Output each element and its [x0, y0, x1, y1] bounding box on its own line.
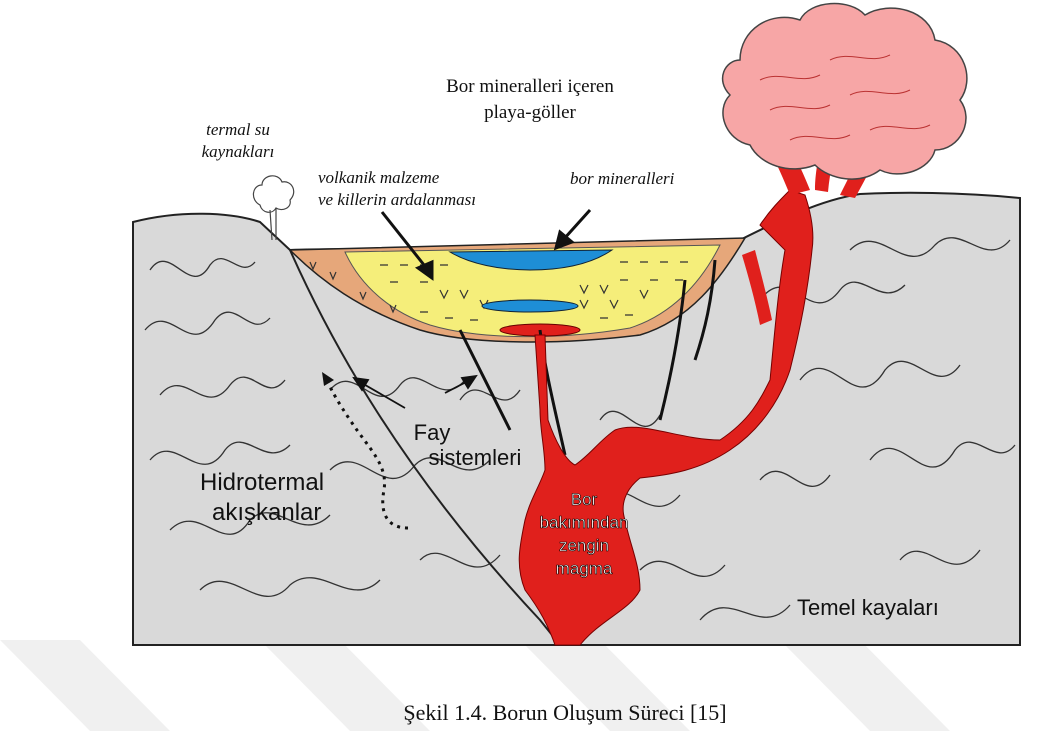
- eruption-cloud: [723, 4, 967, 180]
- volkanik-label-line1: volkanik malzeme: [318, 168, 440, 187]
- fay-label-line2: sistemleri: [429, 445, 522, 470]
- fay-label-line1: Fay: [414, 420, 451, 445]
- hidro-label-line1: Hidrotermal: [200, 469, 324, 496]
- mineral-lens: [482, 300, 578, 312]
- hidro-label-line2: akışkanlar: [212, 499, 321, 526]
- volkanik-label-line2: ve killerin ardalanması: [318, 190, 476, 209]
- playa-label-line2: playa-göller: [484, 102, 576, 123]
- temel-label: Temel kayaları: [797, 595, 939, 620]
- bor-mineralleri-label: bor mineralleri: [570, 169, 675, 188]
- termal-label-line2: kaynakları: [202, 142, 275, 161]
- magma-label-line1: Bor: [571, 490, 598, 509]
- magma-label-line4: magma: [556, 559, 613, 578]
- figure-caption: Şekil 1.4. Borun Oluşum Süreci [15]: [403, 700, 726, 725]
- playa-label-line1: Bor mineralleri içeren: [446, 76, 614, 97]
- termal-label-line1: termal su: [206, 120, 270, 139]
- magma-label-line3: zengin: [559, 536, 609, 555]
- magma-label-line2: bakımından: [540, 513, 629, 532]
